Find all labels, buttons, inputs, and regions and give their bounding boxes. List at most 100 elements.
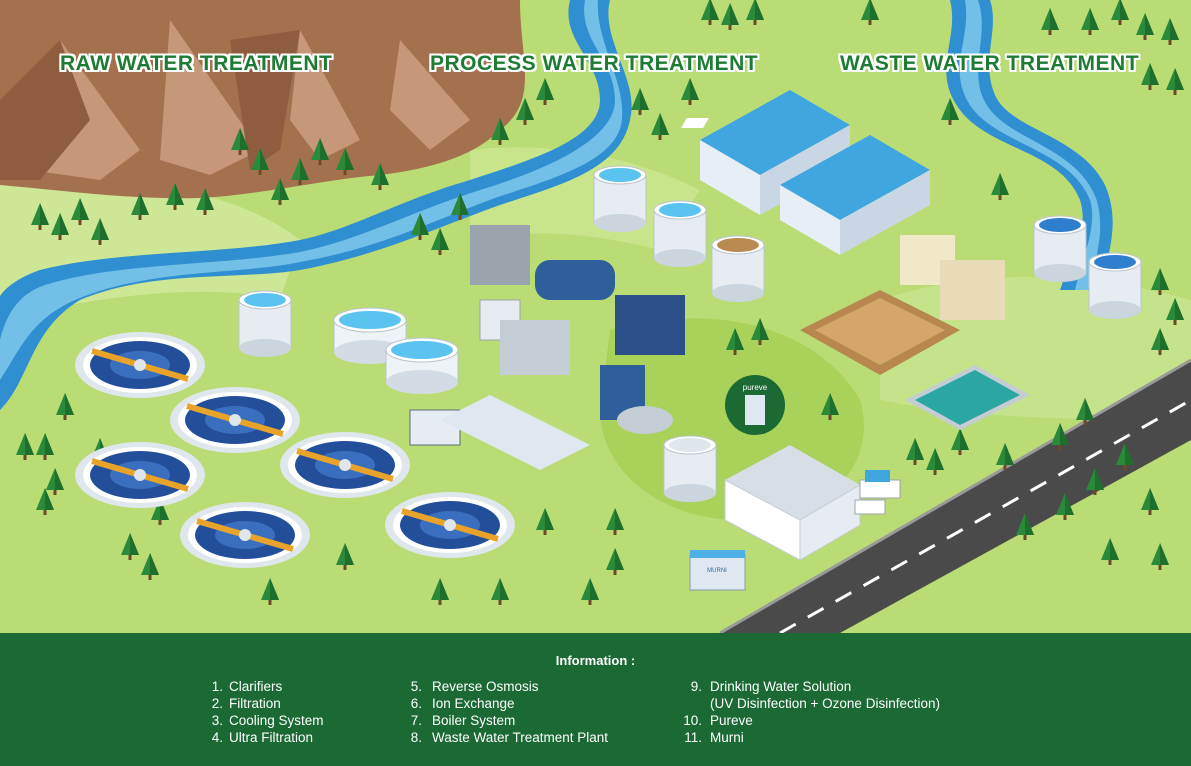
tree [121, 533, 139, 560]
road [719, 358, 1191, 633]
tree [991, 173, 1009, 200]
tree [941, 98, 959, 125]
clarifier [75, 332, 205, 398]
trucks [854, 470, 901, 515]
tree [36, 488, 54, 515]
tree [1151, 328, 1169, 355]
murni-sign-text: MURNI [707, 568, 727, 574]
info-item-number: 9. [690, 679, 702, 694]
tree [606, 508, 624, 535]
tank [653, 200, 707, 267]
storage-tanks [238, 165, 1142, 502]
tree [581, 578, 599, 605]
tree [751, 318, 769, 345]
info-item: 7. Boiler System [405, 712, 608, 729]
info-item-number: 10. [683, 713, 702, 728]
tree [1141, 63, 1159, 90]
info-item-number: 2. [211, 696, 223, 711]
info-item-label: (UV Disinfection + Ozone Disinfection) [710, 696, 940, 711]
tree [1056, 493, 1074, 520]
tree [261, 578, 279, 605]
info-item-label: Drinking Water Solution [710, 679, 852, 694]
tank [238, 290, 292, 357]
info-item: 10.Pureve [680, 712, 940, 729]
clarifier [280, 432, 410, 498]
info-item: 8. Waste Water Treatment Plant [405, 729, 608, 746]
info-item: 9. Drinking Water Solution [680, 678, 940, 695]
tree [231, 128, 249, 155]
tree [251, 148, 269, 175]
tree [271, 178, 289, 205]
clarifier-tanks [75, 332, 515, 568]
tree [166, 183, 184, 210]
info-item-number: 6. [410, 696, 422, 711]
info-column-2: 5. Reverse Osmosis 6. Ion Exchange 7. Boile… [405, 678, 608, 746]
warehouse-buildings [681, 90, 930, 255]
tree [196, 188, 214, 215]
info-item-label: Murni [710, 730, 744, 745]
info-item-label: Boiler System [432, 713, 516, 728]
tree [606, 548, 624, 575]
tree [721, 3, 739, 30]
title-raw-water-treatment: RAW WATER TREATMENT [60, 52, 333, 75]
info-item-number: 5. [410, 679, 422, 694]
info-item-number: 1. [211, 679, 223, 694]
clarifier [75, 442, 205, 508]
tree [431, 578, 449, 605]
tree [821, 393, 839, 420]
tree [71, 198, 89, 225]
title-waste-water-treatment: WASTE WATER TREATMENT [840, 52, 1140, 75]
tree [291, 158, 309, 185]
tree [141, 553, 159, 580]
tree [1076, 398, 1094, 425]
tree [516, 98, 534, 125]
info-item-label: Reverse Osmosis [432, 679, 539, 694]
tree [906, 438, 924, 465]
info-item-number: 7. [410, 713, 422, 728]
tree [91, 218, 109, 245]
info-column-3: 9. Drinking Water Solution (UV Disinfecti… [680, 678, 940, 746]
tree [951, 428, 969, 455]
tree [1101, 538, 1119, 565]
info-item-number [680, 695, 702, 712]
clarifier [170, 387, 300, 453]
tree [1041, 8, 1059, 35]
tank [1088, 252, 1142, 319]
info-item-label: Clarifiers [229, 679, 283, 694]
tree [536, 508, 554, 535]
tank [593, 165, 647, 232]
tree [861, 0, 879, 25]
tree [1141, 488, 1159, 515]
tree [16, 433, 34, 460]
tank [711, 235, 765, 302]
waste-water-plant [800, 235, 1030, 430]
tree [46, 468, 64, 495]
river [0, 0, 1113, 410]
info-item: 2.Filtration [195, 695, 324, 712]
info-item-number: 4. [211, 730, 223, 745]
pureve-sign: pureve [725, 375, 785, 435]
tree [1166, 298, 1184, 325]
tree [996, 443, 1014, 470]
info-item-label: Waste Water Treatment Plant [432, 730, 609, 745]
info-item-label: Ion Exchange [432, 696, 515, 711]
information-title: Information : [555, 653, 636, 668]
tree [746, 0, 764, 25]
tank [663, 435, 717, 502]
info-item-number: 8. [410, 730, 422, 745]
tree [1161, 18, 1179, 45]
tree [681, 78, 699, 105]
tree [631, 88, 649, 115]
tree [1136, 13, 1154, 40]
info-item-number: 11. [684, 730, 702, 745]
tree [1016, 513, 1034, 540]
tree [491, 578, 509, 605]
tree [1116, 443, 1134, 470]
tree [926, 448, 944, 475]
tree [536, 78, 554, 105]
tree [56, 393, 74, 420]
tree [701, 0, 719, 25]
info-item-label: Cooling System [229, 713, 324, 728]
info-item: 5. Reverse Osmosis [405, 678, 608, 695]
mountain [0, 0, 525, 199]
